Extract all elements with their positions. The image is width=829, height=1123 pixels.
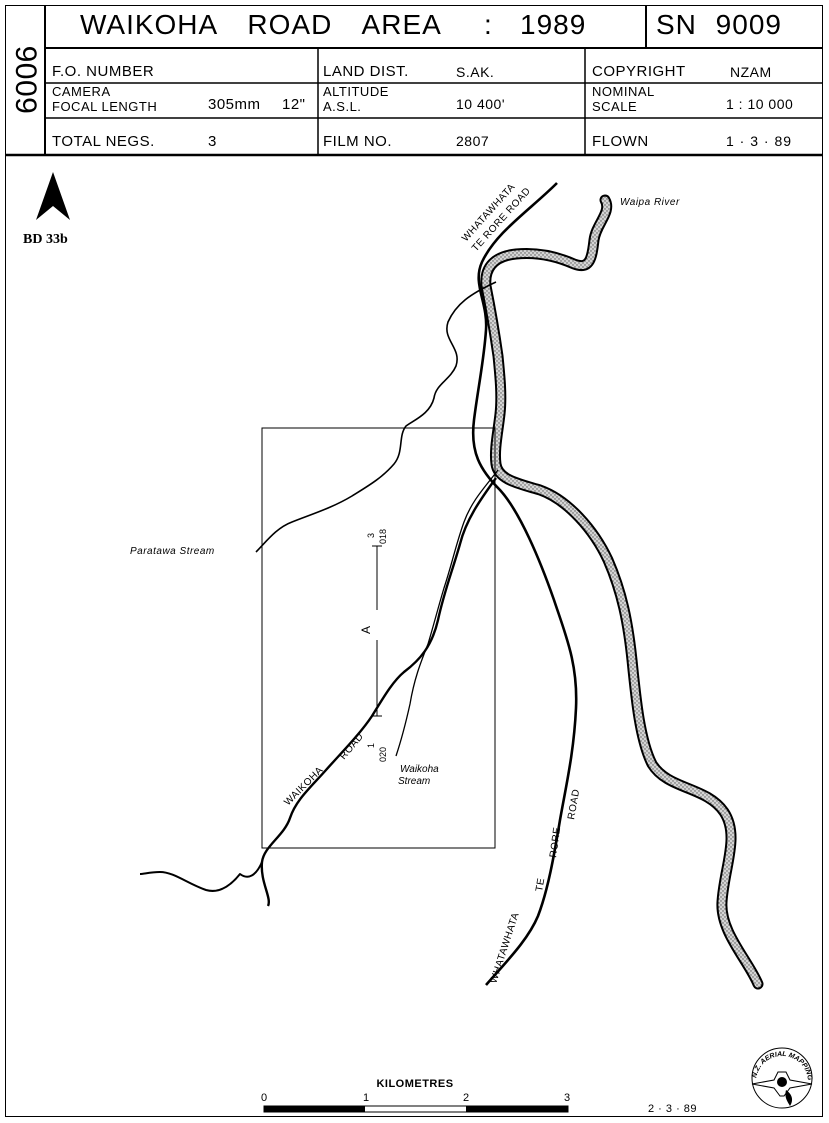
scale-label: SCALE xyxy=(592,99,638,114)
scale-value: 1 : 10 000 xyxy=(726,96,794,112)
total-negs-value: 3 xyxy=(208,133,217,150)
total-negs-label: TOTAL NEGS. xyxy=(52,133,155,150)
film-no-label: FILM NO. xyxy=(323,133,393,150)
waipa-river-fill xyxy=(482,196,762,988)
sheet-title: WAIKOHA ROAD AREA xyxy=(80,9,442,40)
label-waikoha-road-1: WAIKOHA xyxy=(282,765,325,808)
flown-value: 1 · 3 · 89 xyxy=(726,133,793,149)
label-waikoha-stream-1: Waikoha xyxy=(400,764,439,775)
svg-text:N: N xyxy=(49,213,57,225)
title-separator: : xyxy=(484,9,493,40)
flight-end-frame: 3 xyxy=(366,533,376,538)
sheet-reference: BD 33b xyxy=(23,232,68,247)
waikoha-stream xyxy=(395,469,499,757)
copyright-label: COPYRIGHT xyxy=(592,63,686,80)
flight-line: A 3 018 1 020 xyxy=(359,529,388,762)
sn-label: SN 9009 xyxy=(656,9,782,40)
paratawa-stream xyxy=(255,281,497,553)
flight-run-label: A xyxy=(359,626,373,634)
altitude-label: ALTITUDE xyxy=(323,84,389,99)
flight-start-photo: 020 xyxy=(378,747,388,762)
label-whatawhata-bottom-3: RORE xyxy=(548,826,563,858)
label-waikoha-stream-2: Stream xyxy=(398,776,430,787)
flight-start-frame: 1 xyxy=(366,743,376,748)
fo-number-label: F.O. NUMBER xyxy=(52,63,155,80)
scale-tick-1: 1 xyxy=(363,1092,369,1104)
focal-length-in: 12" xyxy=(282,96,306,113)
date-stamp: 2 · 3 · 89 xyxy=(648,1103,697,1115)
north-arrow-icon: N xyxy=(36,172,70,225)
copyright-value: NZAM xyxy=(730,64,772,80)
asl-label: A.S.L. xyxy=(323,99,362,114)
scale-bar-title: KILOMETRES xyxy=(376,1078,453,1090)
film-no-value: 2807 xyxy=(456,133,490,149)
flown-label: FLOWN xyxy=(592,133,649,150)
focal-length-mm: 305mm xyxy=(208,96,261,113)
label-paratawa-stream: Paratawa Stream xyxy=(130,546,215,557)
camera-label: CAMERA xyxy=(52,84,111,99)
altitude-value: 10 400' xyxy=(456,96,505,112)
land-dist-value: S.AK. xyxy=(456,64,495,80)
label-waikoha-road-2: ROAD xyxy=(338,731,366,762)
waikoha-road-west xyxy=(139,861,263,892)
photo-coverage-box xyxy=(261,427,496,849)
scale-tick-3: 3 xyxy=(564,1092,570,1104)
focal-length-label: FOCAL LENGTH xyxy=(52,99,158,114)
scale-bar: KILOMETRES 0 1 2 3 xyxy=(261,1078,570,1113)
scale-tick-2: 2 xyxy=(463,1092,469,1104)
nominal-label: NOMINAL xyxy=(592,84,655,99)
label-whatawhata-bottom-4: ROAD xyxy=(566,788,582,820)
nz-aerial-mapping-logo: N.Z. AERIAL MAPPING LTD xyxy=(751,1047,813,1109)
label-whatawhata-bottom-2: TE xyxy=(534,877,547,892)
scale-tick-0: 0 xyxy=(261,1092,267,1104)
title-year: 1989 xyxy=(520,9,587,40)
land-dist-label: LAND DIST. xyxy=(323,63,409,80)
whatawhata-road-top xyxy=(471,182,578,986)
flight-end-photo: 018 xyxy=(378,529,388,544)
label-waipa-river: Waipa River xyxy=(620,197,680,208)
